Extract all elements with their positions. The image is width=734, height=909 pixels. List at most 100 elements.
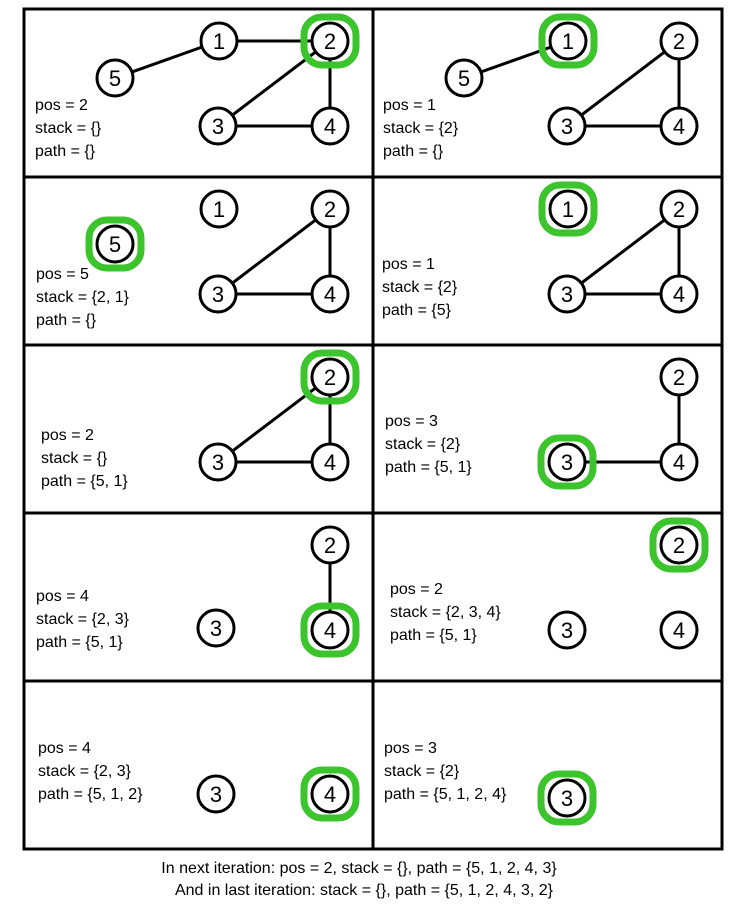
node-4 <box>310 774 350 814</box>
panel-line: pos = 4 <box>38 740 91 757</box>
node-label-3: 3 <box>210 616 222 641</box>
node-label-3: 3 <box>561 786 573 811</box>
highlight-ring-2 <box>300 349 360 405</box>
node-label-3: 3 <box>561 282 573 307</box>
node-label-3: 3 <box>210 782 222 807</box>
node-3 <box>198 106 238 146</box>
panel-line: path = {5, 1, 2} <box>38 786 143 803</box>
node-label-4: 4 <box>673 114 685 139</box>
node-4 <box>310 274 350 314</box>
node-2 <box>310 189 350 229</box>
node-1 <box>199 189 239 229</box>
node-2 <box>310 21 350 61</box>
panel-7: 2 3 4 pos = 4 stack = {2, 3} path = {5, 1} <box>36 525 360 658</box>
panel-line: pos = 3 <box>384 740 437 757</box>
node-2 <box>659 525 699 565</box>
panel-line: path = {5, 1} <box>36 634 123 651</box>
panel-line: stack = {2} <box>382 279 458 296</box>
node-label-2: 2 <box>673 197 685 222</box>
panel-line: pos = 2 <box>41 427 94 444</box>
panel-line: path = {5, 1} <box>41 473 128 490</box>
node-2 <box>659 21 699 61</box>
node-1 <box>548 21 588 61</box>
node-3 <box>198 274 238 314</box>
panel-line: path = {} <box>35 143 96 160</box>
node-3 <box>547 442 587 482</box>
node-label-4: 4 <box>673 450 685 475</box>
node-3 <box>198 442 238 482</box>
edge-2-3 <box>217 375 331 464</box>
node-label-4: 4 <box>324 450 336 475</box>
node-3 <box>547 274 587 314</box>
panel-9: 3 4 pos = 4 stack = {2, 3} path = {5, 1, 2} <box>38 740 360 822</box>
node-label-4: 4 <box>324 782 336 807</box>
panel-line: stack = {2, 3, 4} <box>390 604 501 621</box>
panel-line: stack = {2, 3} <box>36 611 130 628</box>
node-label-2: 2 <box>673 365 685 390</box>
node-label-5: 5 <box>458 66 470 91</box>
node-label-4: 4 <box>324 282 336 307</box>
edge-2-3 <box>217 207 331 296</box>
node-label-2: 2 <box>673 29 685 54</box>
panel-line: stack = {2} <box>384 763 460 780</box>
highlight-ring-5 <box>85 216 145 272</box>
highlight-ring-4 <box>300 602 360 658</box>
highlight-ring-3 <box>537 434 597 490</box>
panels-layer: 1 2 3 4 5 pos = 2 stack = {} path = {} 1 2 3 4 5 pos … <box>35 13 709 826</box>
highlight-ring-4 <box>300 766 360 822</box>
panel-line: pos = 2 <box>35 97 88 114</box>
node-label-4: 4 <box>324 618 336 643</box>
panel-line: stack = {2} <box>383 120 459 137</box>
node-label-1: 1 <box>213 197 225 222</box>
node-4 <box>310 610 350 650</box>
node-5 <box>444 58 484 98</box>
node-5 <box>95 224 135 264</box>
node-4 <box>659 610 699 650</box>
node-label-5: 5 <box>109 66 121 91</box>
panel-10: 3 pos = 3 stack = {2} path = {5, 1, 2, 4} <box>384 740 597 826</box>
node-label-2: 2 <box>324 365 336 390</box>
node-3 <box>547 778 587 818</box>
node-4 <box>659 106 699 146</box>
panel-line: pos = 3 <box>385 413 438 430</box>
node-2 <box>310 357 350 397</box>
panel-line: path = {5, 1} <box>390 627 477 644</box>
node-4 <box>659 442 699 482</box>
node-3 <box>196 608 236 648</box>
node-label-3: 3 <box>212 114 224 139</box>
node-label-3: 3 <box>561 114 573 139</box>
highlight-ring-3 <box>537 770 597 826</box>
panel-line: path = {5, 1} <box>385 459 472 476</box>
highlight-ring-2 <box>649 517 709 573</box>
node-label-1: 1 <box>562 197 574 222</box>
edge-2-3 <box>566 207 680 296</box>
node-label-2: 2 <box>324 197 336 222</box>
panel-line: pos = 4 <box>36 588 89 605</box>
panel-line: stack = {} <box>35 120 102 137</box>
panel-line: path = {} <box>36 312 97 329</box>
node-4 <box>310 442 350 482</box>
panel-line: pos = 1 <box>382 256 435 273</box>
node-label-4: 4 <box>324 114 336 139</box>
node-1 <box>548 189 588 229</box>
node-3 <box>196 774 236 814</box>
node-1 <box>199 21 239 61</box>
panel-line: stack = {2, 3} <box>38 763 132 780</box>
panel-line: stack = {} <box>41 450 108 467</box>
node-4 <box>659 274 699 314</box>
node-label-3: 3 <box>561 450 573 475</box>
panel-line: path = {} <box>383 143 444 160</box>
highlight-ring-1 <box>538 181 598 237</box>
panel-line: path = {5, 1, 2, 4} <box>384 786 507 803</box>
node-label-2: 2 <box>324 533 336 558</box>
panel-line: pos = 5 <box>36 266 89 283</box>
node-label-3: 3 <box>212 282 224 307</box>
footer-line-2: And in last iteration: stack = {}, path … <box>175 882 554 899</box>
node-label-4: 4 <box>673 282 685 307</box>
